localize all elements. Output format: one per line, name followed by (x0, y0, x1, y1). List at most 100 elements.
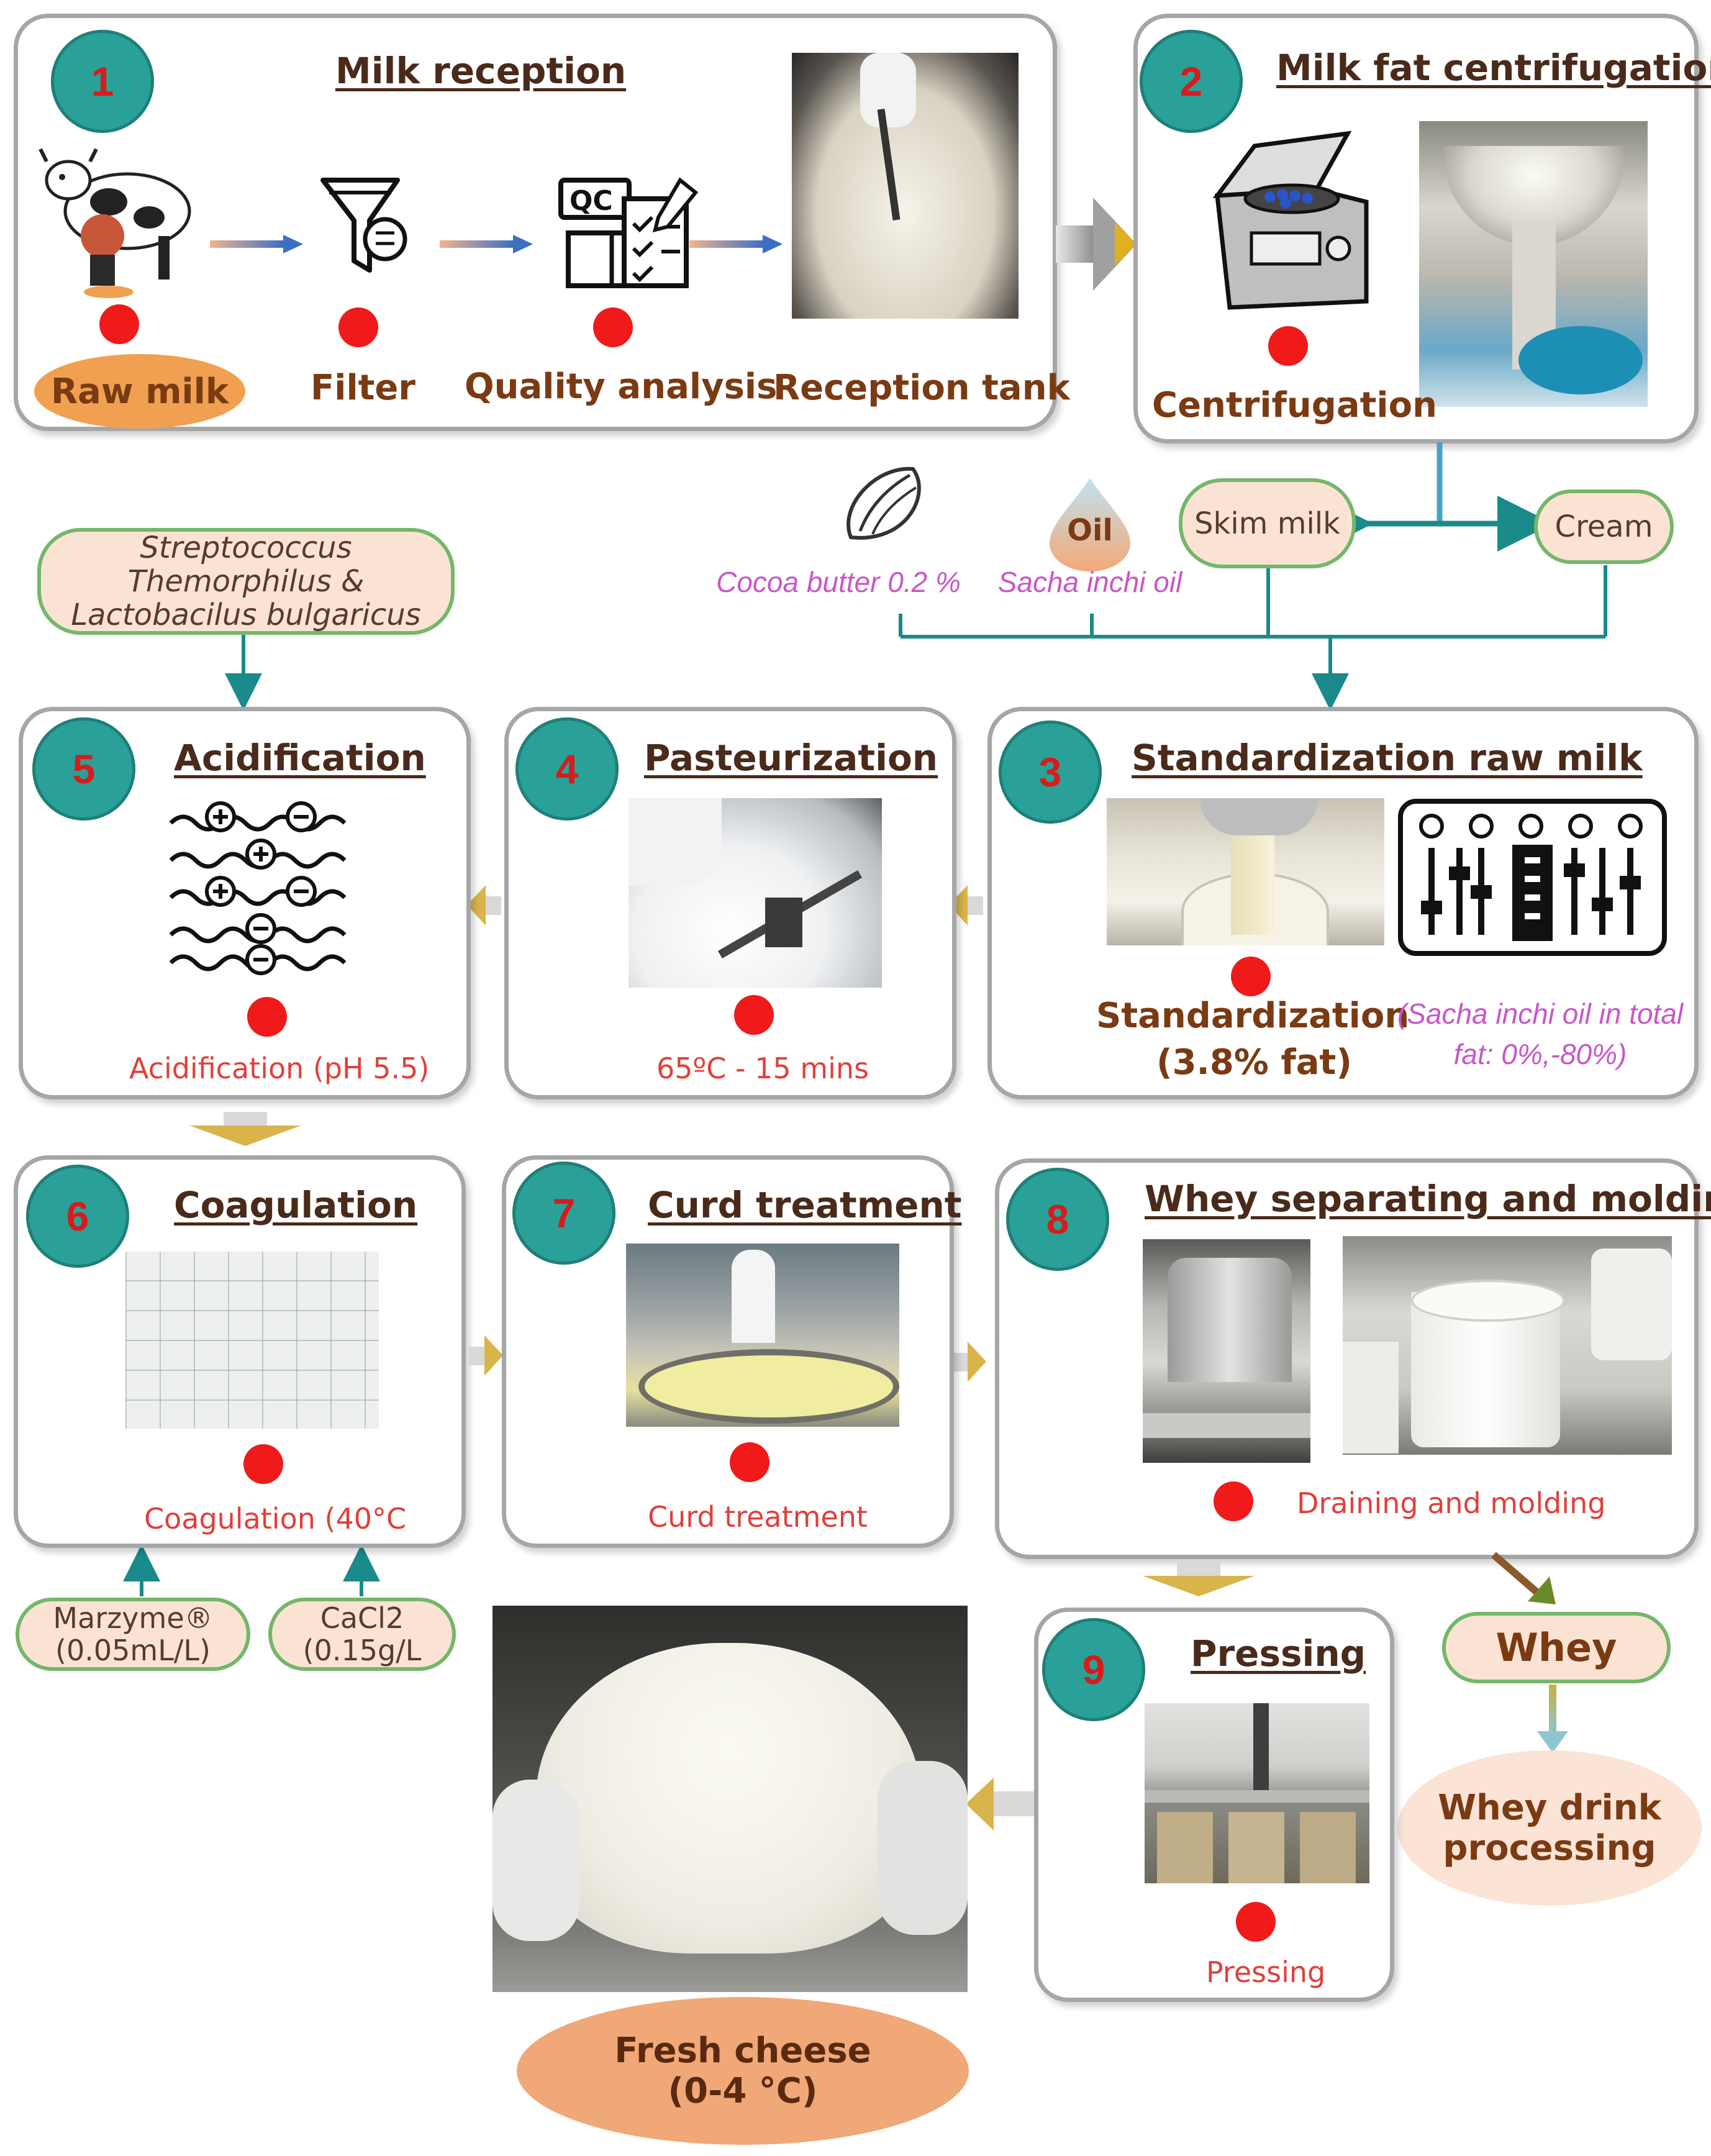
flow-arrow (440, 235, 533, 253)
cream-pill: Cream (1534, 489, 1674, 564)
acidification-dot (247, 997, 287, 1037)
standardization-photo (1107, 798, 1384, 945)
whey-down-arrow (1537, 1685, 1568, 1753)
standardization-label-1: Standardization (1096, 996, 1410, 1036)
molding-photo (1343, 1236, 1672, 1455)
fresh-cheese-oval: Fresh cheese (0-4 °C) (517, 1997, 969, 2145)
raw-milk-dot (99, 304, 139, 344)
skim-milk-label: Skim milk (1194, 506, 1340, 541)
step7-number: 7 (512, 1162, 615, 1265)
step9-title: Pressing (1191, 1632, 1366, 1675)
whey-drink-line2: processing (1443, 1828, 1656, 1868)
pasteurization-dot (734, 995, 774, 1035)
qc-checklist-icon: QC (558, 177, 699, 288)
marzyme-line2: (0.05mL/L) (55, 1634, 211, 1667)
skim-milk-pill: Skim milk (1179, 478, 1356, 568)
curd-treatment-label: Curd treatment (648, 1500, 868, 1534)
centrifuge-icon (1212, 130, 1369, 310)
cheese-line1: Fresh cheese (614, 2031, 871, 2071)
step1-number: 1 (51, 30, 154, 133)
step5-title: Acidification (174, 737, 426, 779)
curd-treatment-photo (626, 1244, 899, 1427)
starter-line3: Lactobacilus bulgaricus (71, 598, 421, 632)
fresh-cheese-photo (492, 1606, 968, 1992)
step2-number: 2 (1140, 30, 1243, 133)
cocoa-label: Cocoa butter 0.2 % (716, 566, 961, 598)
standardization-label-2: (3.8% fat) (1156, 1042, 1352, 1083)
cream-label: Cream (1554, 509, 1653, 544)
sacha-label: Sacha inchi oil (997, 566, 1182, 598)
draining-dot (1214, 1481, 1253, 1521)
coagulation-dot (243, 1444, 283, 1484)
pasteurization-label: 65ºC - 15 mins (656, 1052, 869, 1085)
starter-line1: Streptococcus (140, 530, 352, 565)
flow-arrow-left (949, 885, 983, 926)
coagulation-photo (125, 1252, 379, 1429)
cacl2-line2: (0.15g/L (302, 1634, 422, 1667)
oil-drop-text: Oil (1067, 513, 1113, 548)
whey-separation-photo (1143, 1239, 1310, 1463)
mixer-console-icon (1398, 799, 1667, 956)
qc-text: QC (570, 185, 613, 217)
marzyme-line1: Marzyme® (53, 1601, 213, 1635)
cocoa-bean-icon (846, 466, 921, 540)
tank-label: Reception tank (773, 368, 1070, 408)
cacl2-pill: CaCl2 (0.15g/L (268, 1598, 456, 1671)
oil-drop-icon: Oil (1050, 478, 1130, 571)
big-flow-arrow (1056, 198, 1137, 291)
flow-arrow-left (467, 885, 501, 926)
whey-arrow (1491, 1552, 1556, 1604)
reception-tank-photo (792, 53, 1019, 319)
cacl2-line1: CaCl2 (320, 1601, 404, 1635)
quality-label: Quality analysis (465, 366, 778, 407)
step7-title: Curd treatment (648, 1184, 962, 1226)
starter-culture-pill: Streptococcus Themorphilus & Lactobacilu… (37, 528, 455, 635)
cow-icon (39, 148, 191, 298)
step4-number: 4 (515, 717, 619, 821)
cheese-line2: (0-4 °C) (668, 2071, 818, 2111)
acidification-label: Acidification (pH 5.5) (129, 1052, 430, 1085)
step5-number: 5 (32, 717, 135, 821)
centrifugation-label: Centrifugation (1152, 385, 1437, 425)
flow-arrow-right (952, 1342, 986, 1382)
centrifugation-dot (1268, 326, 1308, 366)
draining-label: Draining and molding (1297, 1486, 1606, 1520)
whey-pill: Whey (1442, 1612, 1671, 1683)
coagulation-label: Coagulation (40°C (144, 1502, 407, 1535)
raw-milk-label: Raw milk (50, 371, 229, 412)
step4-title: Pasteurization (644, 737, 938, 779)
step8-title: Whey separating and molding (1145, 1178, 1711, 1220)
standardization-note-1: (Sacha inchi oil in total (1397, 998, 1684, 1030)
quality-dot (593, 307, 633, 347)
starter-line2: Themorphilus & (127, 564, 365, 599)
step3-title: Standardization raw milk (1132, 737, 1643, 779)
flow-arrow-right (469, 1335, 503, 1376)
standardization-note-2: fat: 0%,-80%) (1453, 1038, 1627, 1070)
pasteurization-photo (629, 798, 882, 988)
whey-drink-oval: Whey drink processing (1397, 1750, 1702, 1906)
step1-title: Milk reception (335, 50, 627, 92)
step3-number: 3 (999, 721, 1102, 824)
flow-arrow-down (1143, 1562, 1255, 1596)
step6-number: 6 (26, 1165, 129, 1268)
step8-number: 8 (1006, 1168, 1109, 1271)
pressing-dot (1236, 1902, 1276, 1942)
step6-title: Coagulation (174, 1184, 418, 1226)
pressing-label: Pressing (1206, 1955, 1326, 1989)
step2-title: Milk fat centrifugation (1276, 47, 1711, 89)
ion-chain-icon (169, 801, 347, 975)
flow-arrow (210, 235, 303, 253)
raw-milk-oval: Raw milk (34, 354, 245, 429)
whey-label: Whey (1495, 1625, 1617, 1670)
filter-dot (338, 307, 378, 347)
marzyme-pill: Marzyme® (0.05mL/L) (16, 1598, 250, 1671)
step9-number: 9 (1042, 1618, 1145, 1721)
curd-treatment-dot (730, 1442, 769, 1482)
flow-arrow-down (189, 1112, 301, 1146)
pressing-photo (1145, 1703, 1369, 1883)
flow-arrow (689, 235, 783, 253)
standardization-dot (1231, 957, 1271, 996)
filter-label: Filter (311, 368, 416, 408)
whey-drink-line1: Whey drink (1438, 1788, 1661, 1828)
